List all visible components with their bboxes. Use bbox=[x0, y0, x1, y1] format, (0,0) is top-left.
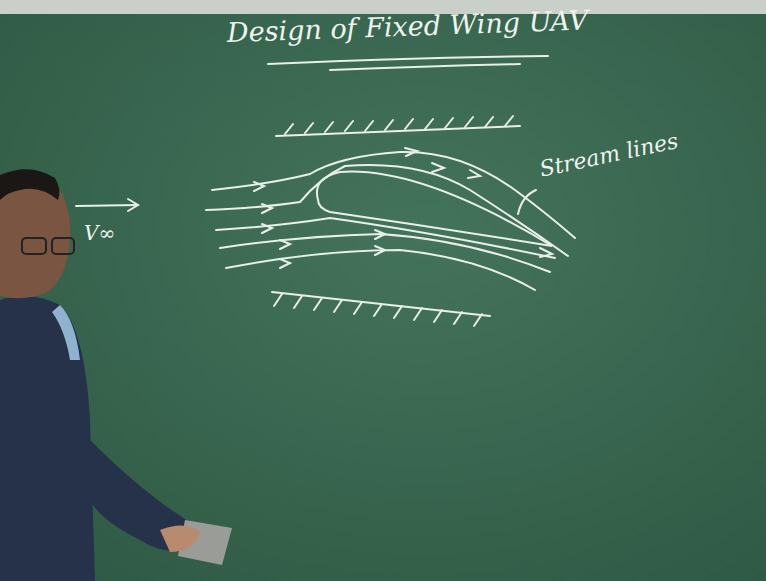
chalk-lines bbox=[76, 56, 575, 326]
lecturer bbox=[0, 169, 232, 581]
chalk-label: V∞ bbox=[84, 222, 115, 244]
